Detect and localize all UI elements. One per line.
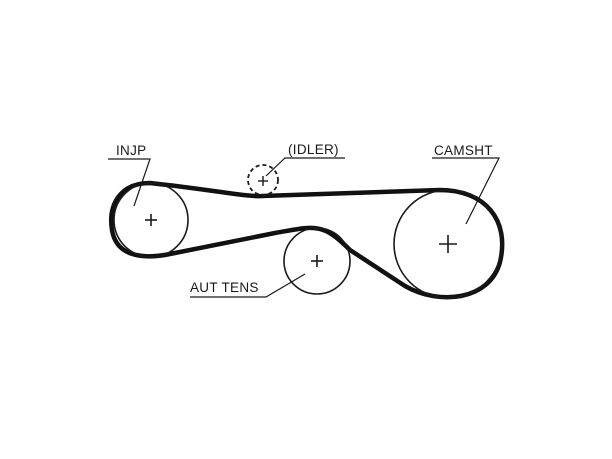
aut-tens-center-cross-icon — [311, 255, 323, 267]
idler-label: (IDLER) — [288, 142, 339, 157]
camsht-leader-line — [432, 157, 500, 225]
idler-leader-line — [265, 157, 345, 177]
camsht-label: CAMSHT — [434, 143, 493, 158]
idler-pulley — [247, 164, 279, 196]
injp-label: INJP — [116, 143, 146, 158]
timing-belt — [109, 180, 505, 300]
camsht-pulley — [393, 189, 503, 299]
camsht-center-cross-icon — [439, 235, 457, 253]
injp-center-cross-icon — [145, 214, 157, 226]
aut-tens-leader-line — [190, 273, 306, 298]
aut-tens-label: AUT TENS — [190, 280, 259, 295]
idler-center-cross-icon — [258, 176, 268, 186]
injp-pulley — [113, 182, 189, 258]
injp-leader-line — [108, 158, 151, 207]
aut-tens-pulley — [283, 227, 351, 295]
